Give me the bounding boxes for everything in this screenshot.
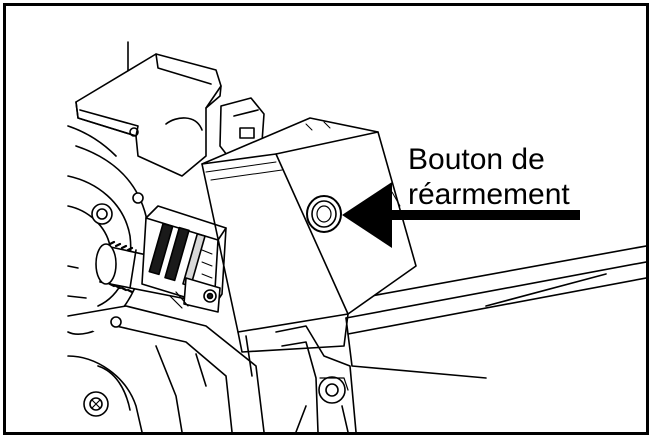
burner-mechanism-drawing bbox=[67, 41, 646, 432]
label-line-2: réarmement bbox=[408, 178, 570, 211]
flange-screw-top bbox=[132, 192, 144, 204]
lower-support bbox=[275, 325, 357, 432]
callout-arrow-icon bbox=[342, 182, 580, 248]
label-line-1: Bouton de bbox=[408, 143, 545, 176]
connector-nut bbox=[169, 277, 221, 313]
support-nut bbox=[318, 376, 349, 404]
reset-button-label: Bouton de réarmement bbox=[408, 142, 570, 212]
bottom-left-screw bbox=[83, 391, 109, 417]
upper-screw bbox=[129, 127, 139, 137]
figure-frame: Bouton de réarmement bbox=[3, 3, 649, 435]
rail bbox=[337, 245, 646, 335]
left-flange bbox=[67, 145, 148, 335]
reset-button-icon bbox=[306, 195, 342, 233]
